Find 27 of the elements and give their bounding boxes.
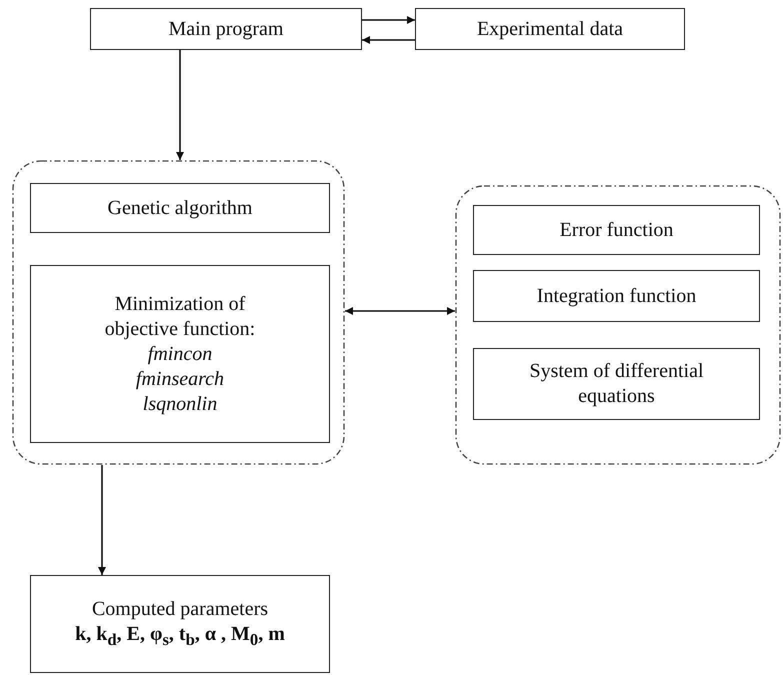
process-box	[30, 265, 330, 443]
node-label: Minimization of objective function:	[104, 292, 256, 342]
process-box	[30, 575, 330, 673]
process-box	[90, 8, 362, 50]
node-label: Experimental data	[476, 16, 624, 42]
node-label: Error function	[558, 218, 674, 242]
function-name: fmincon	[146, 342, 214, 366]
arrow	[345, 307, 455, 315]
group-frame	[455, 185, 781, 465]
node-label: Computed parameters	[90, 597, 270, 622]
process-box	[473, 270, 760, 322]
node-label: Integration function	[536, 284, 698, 308]
process-box	[473, 348, 760, 420]
arrow	[362, 16, 415, 24]
node-label: Genetic algorithm	[106, 196, 254, 220]
arrow	[98, 465, 106, 575]
function-name: lsqnonlin	[142, 392, 218, 416]
parameter-list: k, k$_{d}$, E, φ$_{s}$, t$_{b}$, α , M$_{0}$, m	[61, 622, 299, 651]
node-label: Main program	[168, 16, 284, 42]
arrow	[362, 36, 415, 44]
process-box	[30, 183, 330, 233]
process-box	[415, 8, 685, 50]
function-name: fminsearch	[134, 366, 226, 392]
arrow	[176, 50, 184, 160]
node-label: System of differential equations	[528, 359, 705, 409]
process-box	[473, 205, 760, 255]
group-frame	[12, 160, 345, 465]
